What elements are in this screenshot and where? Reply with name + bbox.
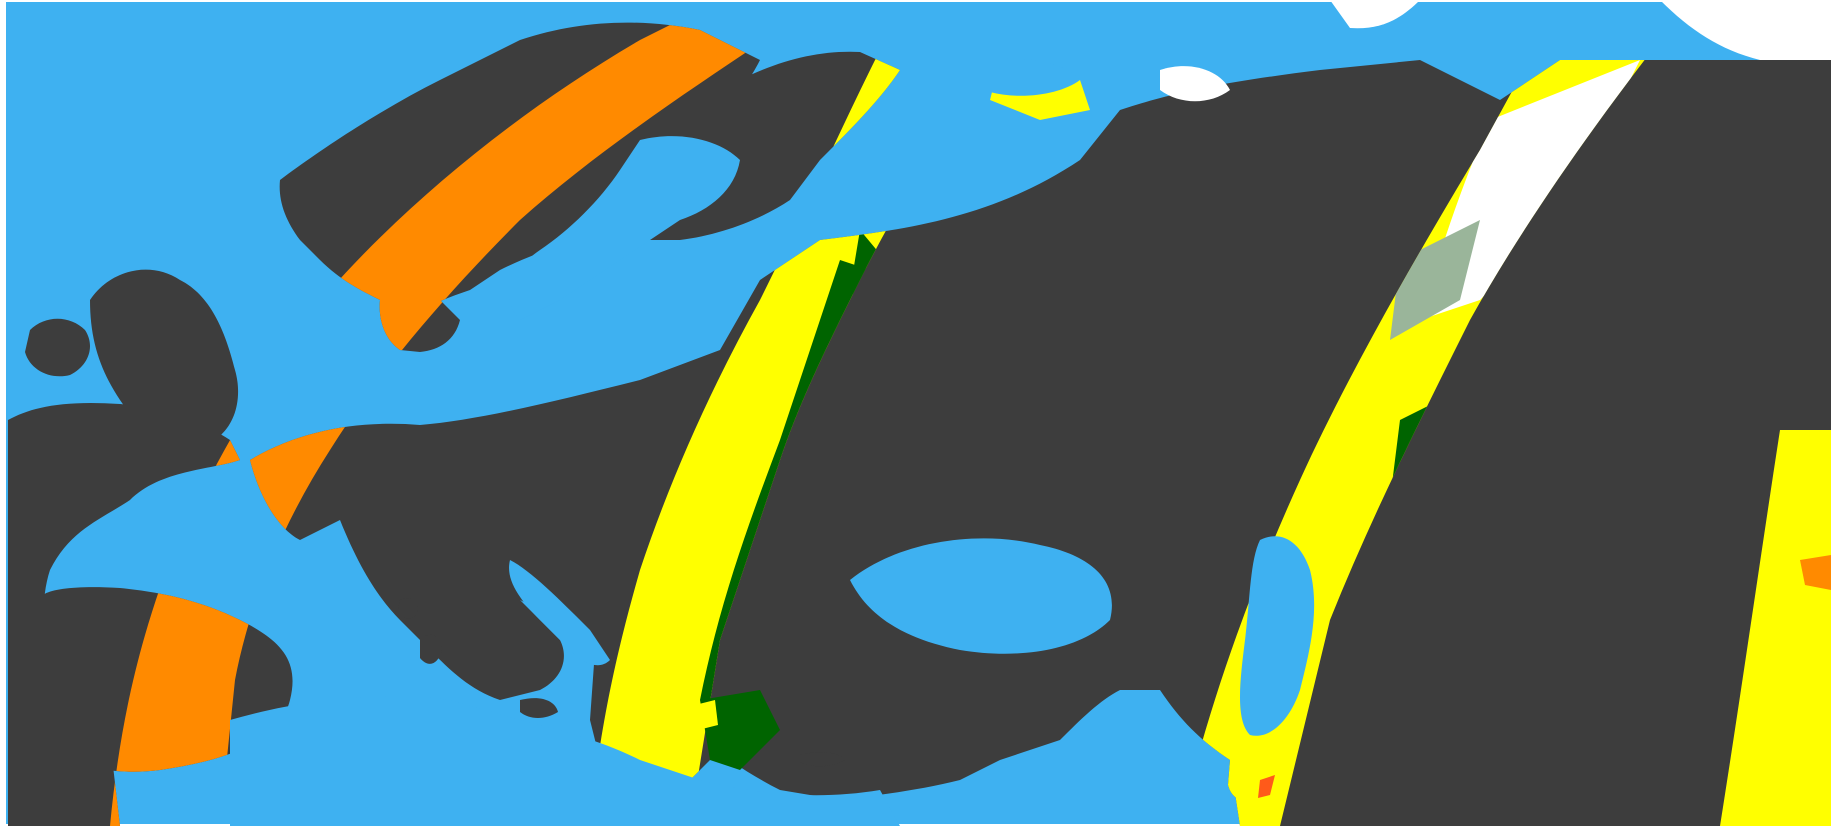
caspian-sea — [1240, 536, 1315, 736]
inland-waters — [230, 58, 1315, 826]
white-sea — [990, 58, 1080, 96]
mediterranean-basin — [230, 696, 900, 826]
baltic-sea — [509, 136, 740, 320]
swath-3-gray-green-region — [1390, 220, 1480, 340]
black-sea — [850, 538, 1112, 654]
swath-3-white-region — [1420, 60, 1640, 320]
greece-green — [695, 690, 780, 770]
swath-3-red-spots — [1258, 775, 1275, 798]
mediterranean-islands — [398, 598, 845, 767]
adriatic-sea — [509, 560, 610, 666]
swath-4-orange-spot — [1800, 555, 1831, 590]
northeast-snow-area — [990, 0, 1831, 120]
